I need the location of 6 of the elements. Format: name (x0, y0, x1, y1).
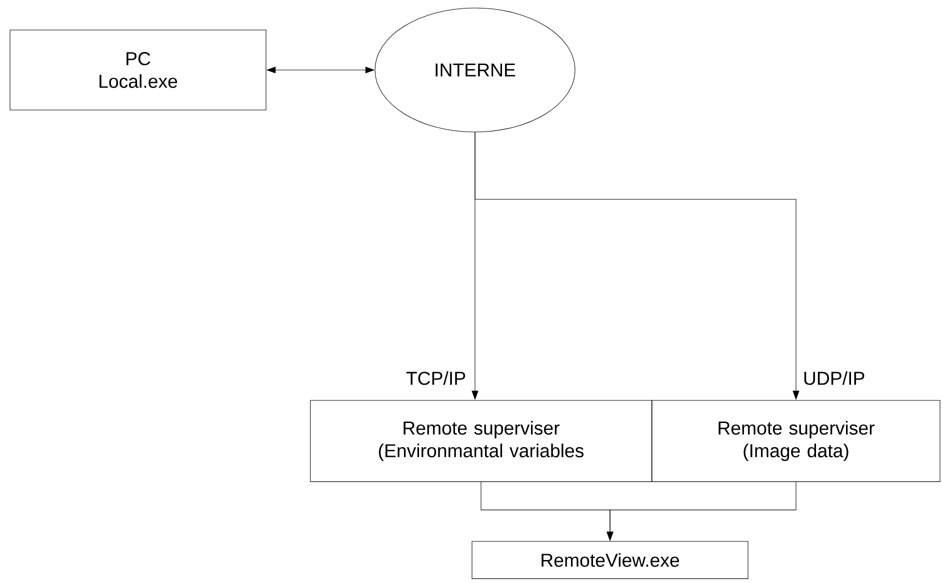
process-box: Remote superviser (Image data) (652, 400, 940, 482)
edge-label: UDP/IP (804, 371, 864, 385)
edge-label: TCP/IP (406, 371, 466, 385)
process-box: RemoteView.exe (472, 541, 748, 579)
process-box: PC Local.exe (10, 30, 266, 110)
process-box: Remote superviser (Environmantal variables (310, 400, 652, 482)
